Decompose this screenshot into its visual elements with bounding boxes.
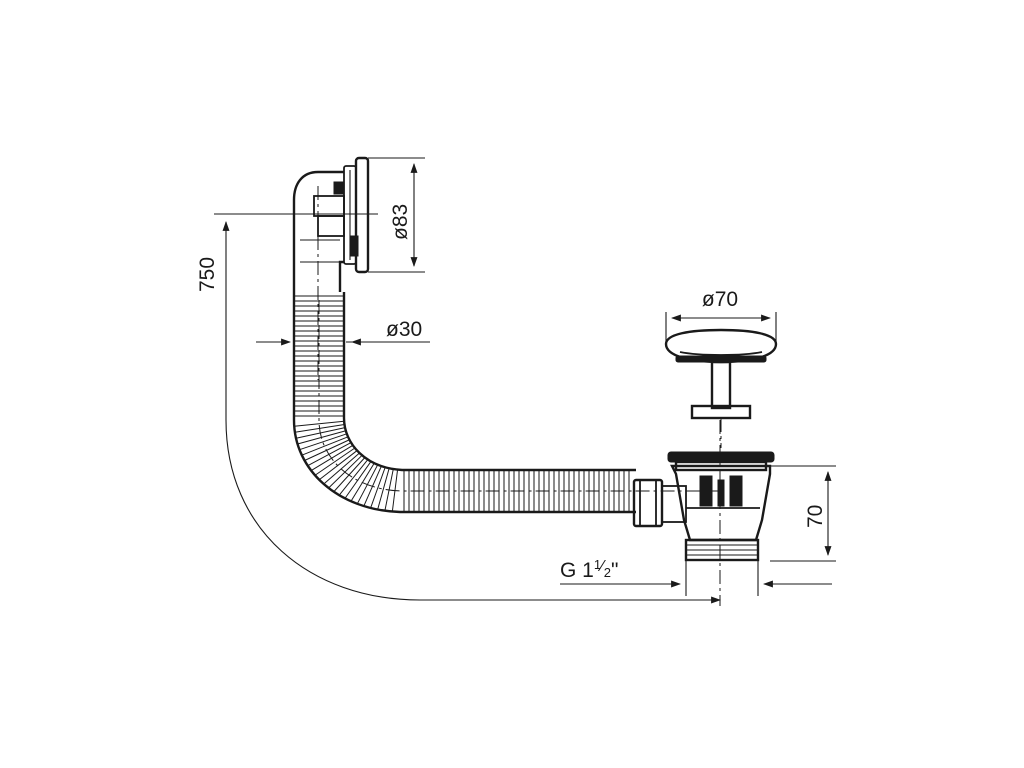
dimension-o83: ø83	[368, 157, 425, 273]
hose-rib	[328, 454, 363, 489]
label-70: 70	[804, 505, 827, 528]
hose-rib	[314, 447, 356, 476]
dimension-line-750	[222, 221, 721, 604]
hose-rib	[307, 442, 352, 467]
hose-ribs-horizontal	[403, 470, 630, 512]
hose-rib	[301, 436, 349, 456]
hose-nut	[632, 478, 664, 528]
label-o83: ø83	[389, 204, 412, 240]
hose-rib	[377, 468, 390, 510]
dimension-o30: ø30	[256, 318, 430, 346]
hose-rib	[294, 420, 345, 427]
dimension-70: 70	[770, 465, 836, 562]
hose-rib	[318, 450, 358, 481]
plug-stem	[710, 360, 732, 410]
hose-rib	[333, 457, 366, 493]
overflow-head	[292, 156, 370, 380]
hose-rib	[323, 452, 360, 485]
flexible-hose	[292, 292, 720, 514]
hose-rib	[304, 439, 350, 461]
label-o70: ø70	[702, 288, 738, 311]
hose-rib	[299, 433, 347, 451]
hose-rib	[338, 459, 369, 496]
hose-rib	[370, 467, 386, 509]
label-750: 750	[196, 257, 219, 292]
dimension-thread: G 11⁄2"	[560, 557, 832, 596]
waste-body	[632, 420, 775, 606]
click-clack-plug	[664, 328, 778, 448]
overflow-elbow	[292, 170, 344, 292]
dimension-750: 750	[196, 213, 721, 604]
label-thread: G 11⁄2"	[560, 557, 618, 582]
dimension-o70: ø70	[665, 288, 777, 344]
hose-rib	[310, 444, 354, 471]
label-o30: ø30	[386, 318, 422, 341]
